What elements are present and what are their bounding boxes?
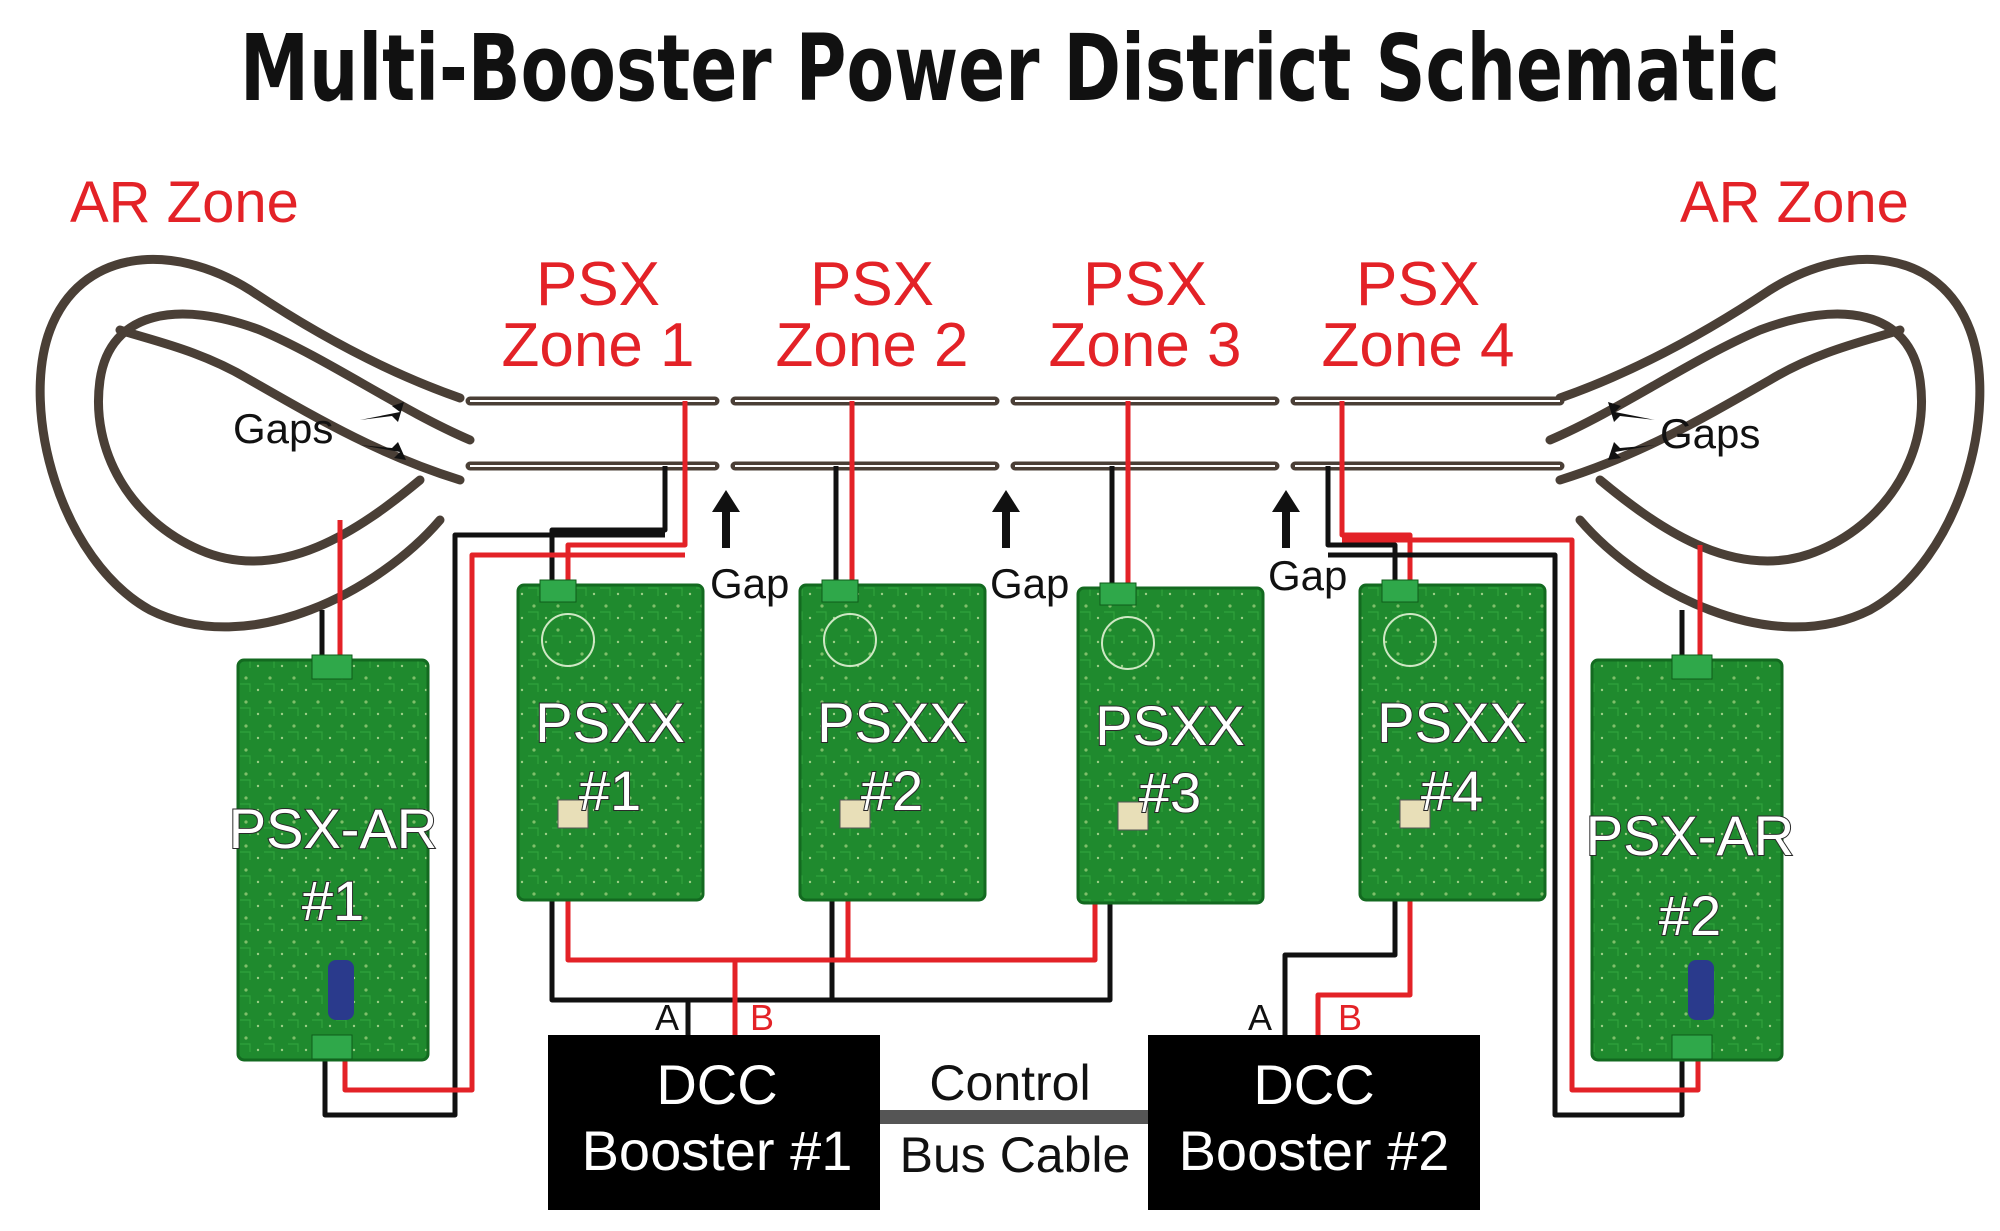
- booster2-bus-black: [1282, 900, 1398, 1035]
- control-cable-label-line1: Control: [929, 1055, 1090, 1111]
- svg-text:PSX: PSX: [1356, 250, 1480, 319]
- psxx-board-1: PSXX #1: [516, 579, 705, 902]
- gap-label-1: Gap: [710, 560, 789, 607]
- dcc-booster-1: DCC Booster #1: [548, 1035, 880, 1210]
- booster2-terminal-b: B: [1338, 997, 1362, 1038]
- gap-arrow-1-icon: [712, 490, 740, 548]
- right-loop-inner: [1545, 309, 1926, 566]
- svg-text:#2: #2: [861, 759, 923, 822]
- svg-text:Zone 4: Zone 4: [1321, 311, 1514, 380]
- control-bus-cable: [878, 1110, 1150, 1124]
- svg-text:PSX: PSX: [810, 250, 934, 319]
- left-loop-outer: [35, 254, 465, 632]
- ar-zone-label-right: AR Zone: [1680, 170, 1909, 235]
- psxx-board-4: PSXX #4: [1358, 579, 1547, 902]
- psxar2-input-black: [1328, 552, 1685, 1118]
- svg-text:PSXX: PSXX: [1377, 691, 1526, 754]
- psxar1-input-black: [322, 532, 665, 1118]
- booster1-bus-black: [549, 900, 1113, 1035]
- svg-text:Zone 2: Zone 2: [775, 311, 968, 380]
- svg-text:PSXX: PSXX: [817, 691, 966, 754]
- psxar1-input-red: [342, 552, 685, 1093]
- gaps-arrows-right-icon: [1608, 402, 1655, 460]
- psx-zone-label-1: PSX Zone 1: [501, 250, 694, 380]
- svg-text:PSX: PSX: [536, 250, 660, 319]
- svg-text:Zone 3: Zone 3: [1048, 311, 1241, 380]
- svg-text:Booster #1: Booster #1: [582, 1119, 853, 1182]
- control-cable-label-line2: Bus Cable: [900, 1127, 1131, 1183]
- psxar2-input-red: [1342, 537, 1701, 1093]
- psxx4-black-feeder: [1325, 466, 1398, 585]
- svg-text:DCC: DCC: [1253, 1053, 1374, 1116]
- svg-text:PSX: PSX: [1083, 250, 1207, 319]
- track-rail-highlights: [470, 400, 1560, 467]
- svg-text:PSX-AR: PSX-AR: [1586, 804, 1795, 867]
- psx-zone-label-4: PSX Zone 4: [1321, 250, 1514, 380]
- psx-zone-label-3: PSX Zone 3: [1048, 250, 1241, 380]
- booster1-terminal-b: B: [750, 997, 774, 1038]
- svg-text:PSXX: PSXX: [535, 691, 684, 754]
- svg-text:DCC: DCC: [656, 1053, 777, 1116]
- ar-zone-label-left: AR Zone: [70, 170, 299, 235]
- psxx4-red-feeder: [1339, 401, 1413, 585]
- psx-ar-board-1: PSX-AR #1: [228, 654, 438, 1062]
- svg-text:PSX-AR: PSX-AR: [229, 797, 438, 860]
- psx-ar-board-2: PSX-AR #2: [1585, 654, 1795, 1062]
- gaps-arrows-left-icon: [360, 402, 406, 460]
- booster2-bus-red: [1315, 900, 1413, 1035]
- gap-arrow-3-icon: [1272, 490, 1300, 548]
- svg-text:Zone 1: Zone 1: [501, 311, 694, 380]
- gap-label-2: Gap: [990, 560, 1069, 607]
- svg-text:Booster #2: Booster #2: [1179, 1119, 1450, 1182]
- left-loop-inner: [94, 309, 475, 566]
- booster1-terminal-a: A: [655, 997, 679, 1038]
- svg-text:PSXX: PSXX: [1095, 694, 1244, 757]
- svg-text:#4: #4: [1421, 759, 1483, 822]
- psx-zone-label-2: PSX Zone 2: [775, 250, 968, 380]
- svg-text:#1: #1: [579, 759, 641, 822]
- svg-text:#1: #1: [302, 869, 364, 932]
- booster1-bus-red: [565, 900, 1098, 1035]
- dcc-booster-2: DCC Booster #2: [1148, 1035, 1480, 1210]
- psxx-board-2: PSXX #2: [798, 579, 987, 902]
- booster2-terminal-a: A: [1248, 997, 1272, 1038]
- gaps-label-left: Gaps: [233, 405, 333, 452]
- feeder-wires: [319, 401, 1703, 1118]
- psxx1-red-feeder: [565, 401, 688, 585]
- svg-text:#2: #2: [1659, 884, 1721, 947]
- gaps-label-right: Gaps: [1660, 410, 1760, 457]
- diagram-title: Multi-Booster Power District Schematic: [240, 15, 1780, 122]
- right-loop-crossing: [1555, 325, 1905, 485]
- psxx-board-3: PSXX #3: [1076, 582, 1265, 905]
- svg-text:#3: #3: [1139, 761, 1201, 824]
- right-loop-outer: [1555, 254, 1985, 632]
- gap-arrow-2-icon: [992, 490, 1020, 548]
- gap-label-3: Gap: [1268, 552, 1347, 599]
